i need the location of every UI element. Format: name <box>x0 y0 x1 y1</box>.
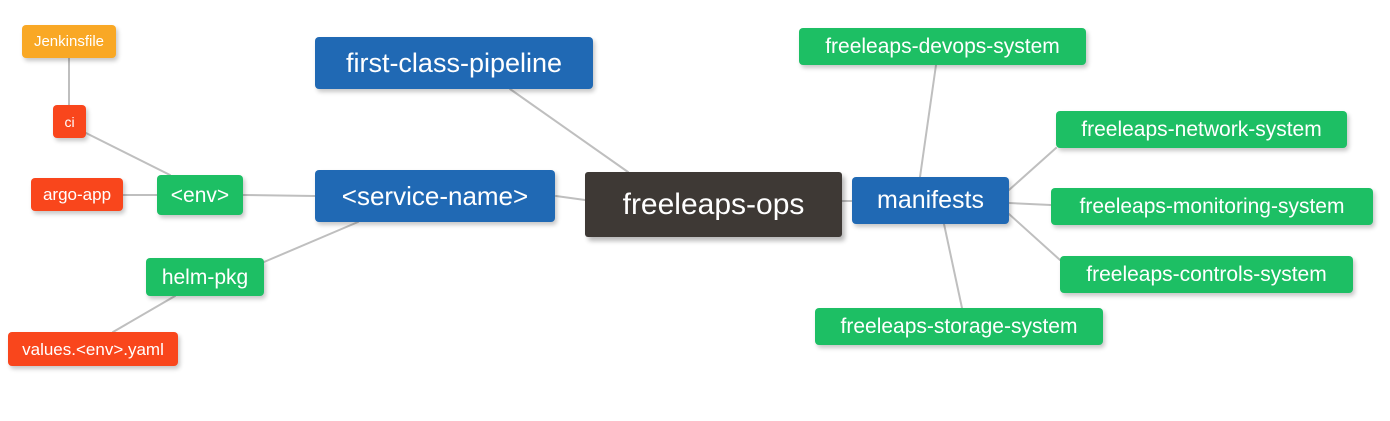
node-jenkinsfile[interactable]: Jenkinsfile <box>22 25 116 58</box>
node-helm-pkg[interactable]: helm-pkg <box>146 258 264 296</box>
node-label-env: <env> <box>170 183 230 207</box>
edge-service-name-to-helm-pkg <box>263 221 359 263</box>
edge-freeleaps-ops-to-first-class-pipeline <box>509 88 629 173</box>
node-freeleaps-monitoring-system[interactable]: freeleaps-monitoring-system <box>1051 188 1373 225</box>
node-label-ci: ci <box>64 113 75 130</box>
edge-service-name-to-env <box>242 194 316 197</box>
edge-manifests-to-freeleaps-network-system <box>1008 147 1057 191</box>
edge-freeleaps-ops-to-service-name <box>555 195 586 201</box>
edge-env-to-ci <box>85 132 171 176</box>
node-label-jenkinsfile: Jenkinsfile <box>33 33 105 50</box>
node-label-first-class-pipeline: first-class-pipeline <box>345 47 563 78</box>
edge-manifests-to-freeleaps-monitoring-system <box>1008 202 1052 206</box>
edge-manifests-to-freeleaps-storage-system <box>943 223 963 309</box>
node-label-freeleaps-network-system: freeleaps-network-system <box>1081 118 1322 141</box>
node-label-helm-pkg: helm-pkg <box>161 265 249 289</box>
node-label-values-yaml: values.<env>.yaml <box>22 339 164 359</box>
node-first-class-pipeline[interactable]: first-class-pipeline <box>315 37 593 89</box>
node-label-service-name: <service-name> <box>341 181 529 211</box>
edge-helm-pkg-to-values-yaml <box>112 295 176 333</box>
node-values-yaml[interactable]: values.<env>.yaml <box>8 332 178 366</box>
edge-manifests-to-freeleaps-devops-system <box>919 64 937 178</box>
node-freeleaps-devops-system[interactable]: freeleaps-devops-system <box>799 28 1086 65</box>
node-manifests[interactable]: manifests <box>852 177 1009 224</box>
node-label-freeleaps-controls-system: freeleaps-controls-system <box>1086 263 1327 286</box>
node-label-freeleaps-ops: freeleaps-ops <box>622 187 805 221</box>
node-label-freeleaps-storage-system: freeleaps-storage-system <box>840 315 1078 338</box>
node-ci[interactable]: ci <box>53 105 86 138</box>
node-label-freeleaps-monitoring-system: freeleaps-monitoring-system <box>1079 195 1345 218</box>
node-argo-app[interactable]: argo-app <box>31 178 123 211</box>
node-label-manifests: manifests <box>877 186 984 214</box>
node-freeleaps-storage-system[interactable]: freeleaps-storage-system <box>815 308 1103 345</box>
node-freeleaps-network-system[interactable]: freeleaps-network-system <box>1056 111 1347 148</box>
node-freeleaps-controls-system[interactable]: freeleaps-controls-system <box>1060 256 1353 293</box>
node-freeleaps-ops[interactable]: freeleaps-ops <box>585 172 842 237</box>
node-service-name[interactable]: <service-name> <box>315 170 555 222</box>
node-env[interactable]: <env> <box>157 175 243 215</box>
node-label-argo-app: argo-app <box>42 185 112 204</box>
node-label-freeleaps-devops-system: freeleaps-devops-system <box>825 35 1060 58</box>
